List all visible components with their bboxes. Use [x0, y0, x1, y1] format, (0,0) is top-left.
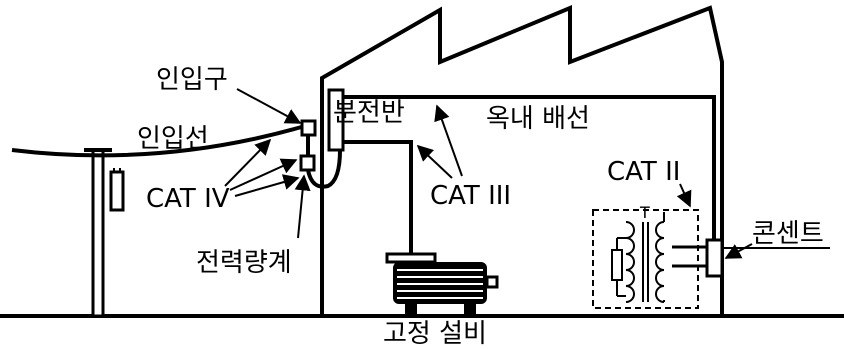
factory-building: [320, 5, 724, 316]
service-entrance-box: [300, 119, 317, 137]
utility-pole: [84, 148, 112, 318]
label-cat-ii: CAT II: [607, 157, 680, 187]
outlet-box: [705, 238, 724, 278]
power-meter-box: [299, 154, 316, 172]
label-fixed-equipment: 고정 설비: [383, 319, 487, 349]
label-distribution-panel: 분전반: [333, 98, 405, 128]
label-service-entrance: 인입구: [156, 65, 228, 95]
meter-to-panel-wire: [306, 149, 342, 189]
service-drop-wire: [11, 124, 306, 158]
label-cat-iii: CAT III: [430, 181, 511, 211]
wiring-to-motor: [343, 140, 413, 254]
label-cat-iv: CAT IV: [146, 184, 230, 214]
label-transformer-mark: T: [639, 203, 650, 222]
arrows: [224, 88, 753, 259]
label-indoor-wiring: 옥내 배선: [486, 104, 590, 134]
pole-transformer: [109, 168, 125, 212]
cat-ii-equipment: [592, 209, 707, 309]
label-service-drop: 인입선: [137, 124, 209, 154]
label-outlet: 콘센트: [752, 219, 824, 249]
fixed-equipment-motor: [385, 252, 499, 316]
label-power-meter: 전력량계: [196, 248, 292, 278]
indoor-wiring-to-outlet: [343, 95, 716, 240]
distribution-panel: [327, 88, 345, 152]
